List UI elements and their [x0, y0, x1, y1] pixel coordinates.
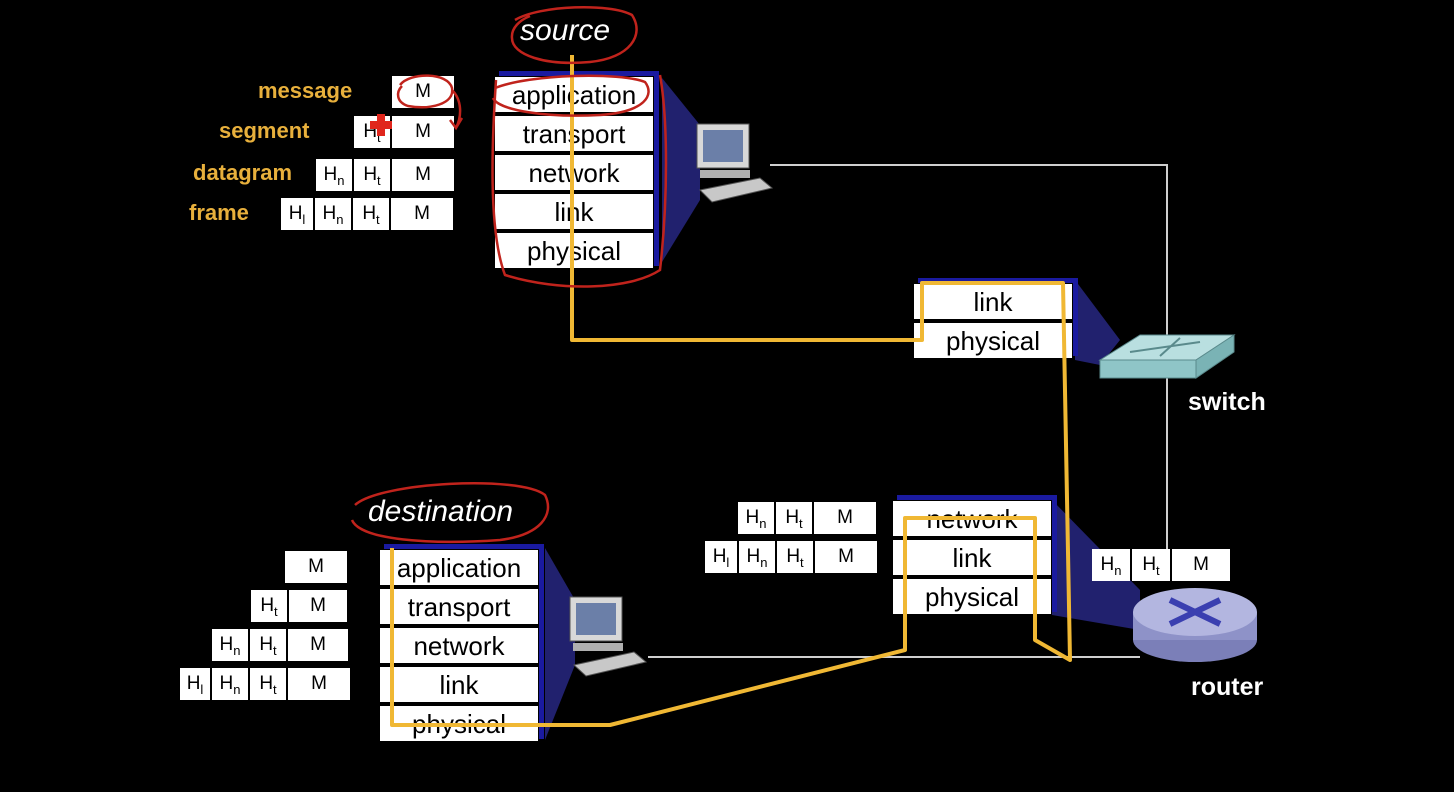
- packet-path: [390, 55, 1072, 727]
- plus-marker: [370, 114, 392, 136]
- payload-cell: M: [815, 541, 877, 573]
- message-circle: [396, 74, 454, 109]
- payload-cell: M: [288, 668, 350, 700]
- layer-application: application: [379, 549, 539, 586]
- layer-link: link: [379, 666, 539, 703]
- message-arrow: [449, 89, 464, 131]
- router-label: router: [1191, 673, 1264, 701]
- switch-icon: [1098, 334, 1236, 379]
- link-header-cell: Hl: [705, 541, 737, 573]
- router-out-datagram-pdu: Hn Ht M: [1092, 549, 1230, 581]
- payload-cell: M: [285, 551, 347, 583]
- dest-host-wedge: [545, 548, 575, 740]
- destination-protocol-stack: application transport network link physi…: [379, 549, 539, 744]
- stack-circle: [491, 74, 668, 288]
- dest-frame-pdu: Hl Hn Ht M: [180, 668, 350, 700]
- payload-cell: M: [391, 198, 453, 230]
- router-icon: [1133, 588, 1257, 662]
- network-header-cell: Hn: [1092, 549, 1130, 581]
- payload-cell: M: [814, 502, 876, 534]
- destination-circle: [350, 482, 550, 544]
- pdu-label-message: message: [258, 78, 353, 103]
- computer-icon: [569, 596, 648, 677]
- pdu-label-datagram: datagram: [193, 160, 293, 185]
- transport-header-cell: Ht: [777, 541, 813, 573]
- payload-cell: M: [1172, 549, 1230, 581]
- switch-wedge: [1075, 280, 1120, 365]
- destination-title: destination: [368, 495, 514, 528]
- router-datagram-pdu: Hn Ht M: [738, 502, 876, 534]
- network-header-cell: Hn: [212, 668, 248, 700]
- layer-physical: physical: [892, 578, 1052, 615]
- computer-icon: [696, 123, 774, 203]
- layer-network: network: [379, 627, 539, 664]
- link-header-cell: Hl: [281, 198, 313, 230]
- transport-header-cell: Ht: [250, 668, 286, 700]
- network-header-cell: Hn: [738, 502, 774, 534]
- dest-segment-pdu: Ht M: [251, 590, 347, 622]
- dest-message-pdu: M: [285, 551, 347, 583]
- handwritten-annotations: [350, 5, 668, 544]
- transport-header-cell: Ht: [251, 590, 287, 622]
- payload-cell: M: [288, 629, 348, 661]
- transport-header-cell: Ht: [250, 629, 286, 661]
- transport-header-cell: Ht: [353, 198, 389, 230]
- payload-cell: M: [289, 590, 347, 622]
- payload-cell: M: [392, 116, 454, 148]
- source-circle: [510, 5, 638, 65]
- dest-datagram-pdu: Hn Ht M: [212, 629, 348, 661]
- pdu-label-segment: segment: [219, 118, 310, 143]
- network-header-cell: Hn: [739, 541, 775, 573]
- source-host-wedge: [662, 78, 700, 262]
- switch-label: switch: [1188, 388, 1266, 416]
- router-frame-pdu: Hl Hn Ht M: [705, 541, 877, 573]
- payload-cell: M: [392, 159, 454, 191]
- network-header-cell: Hn: [212, 629, 248, 661]
- network-header-cell: Hn: [316, 159, 352, 191]
- source-title: source: [520, 14, 611, 47]
- pdu-label-frame: frame: [189, 200, 249, 225]
- layer-physical: physical: [913, 322, 1073, 359]
- transport-header-cell: Ht: [776, 502, 812, 534]
- link-source-to-router: [770, 164, 1168, 580]
- datagram-pdu: Hn Ht M: [316, 159, 454, 191]
- layer-transport: transport: [379, 588, 539, 625]
- link-header-cell: Hl: [180, 668, 210, 700]
- network-header-cell: Hn: [315, 198, 351, 230]
- transport-header-cell: Ht: [1132, 549, 1170, 581]
- transport-header-cell: Ht: [354, 159, 390, 191]
- application-circle: [491, 74, 650, 117]
- frame-pdu: Hl Hn Ht M: [281, 198, 453, 230]
- layer-link: link: [892, 539, 1052, 576]
